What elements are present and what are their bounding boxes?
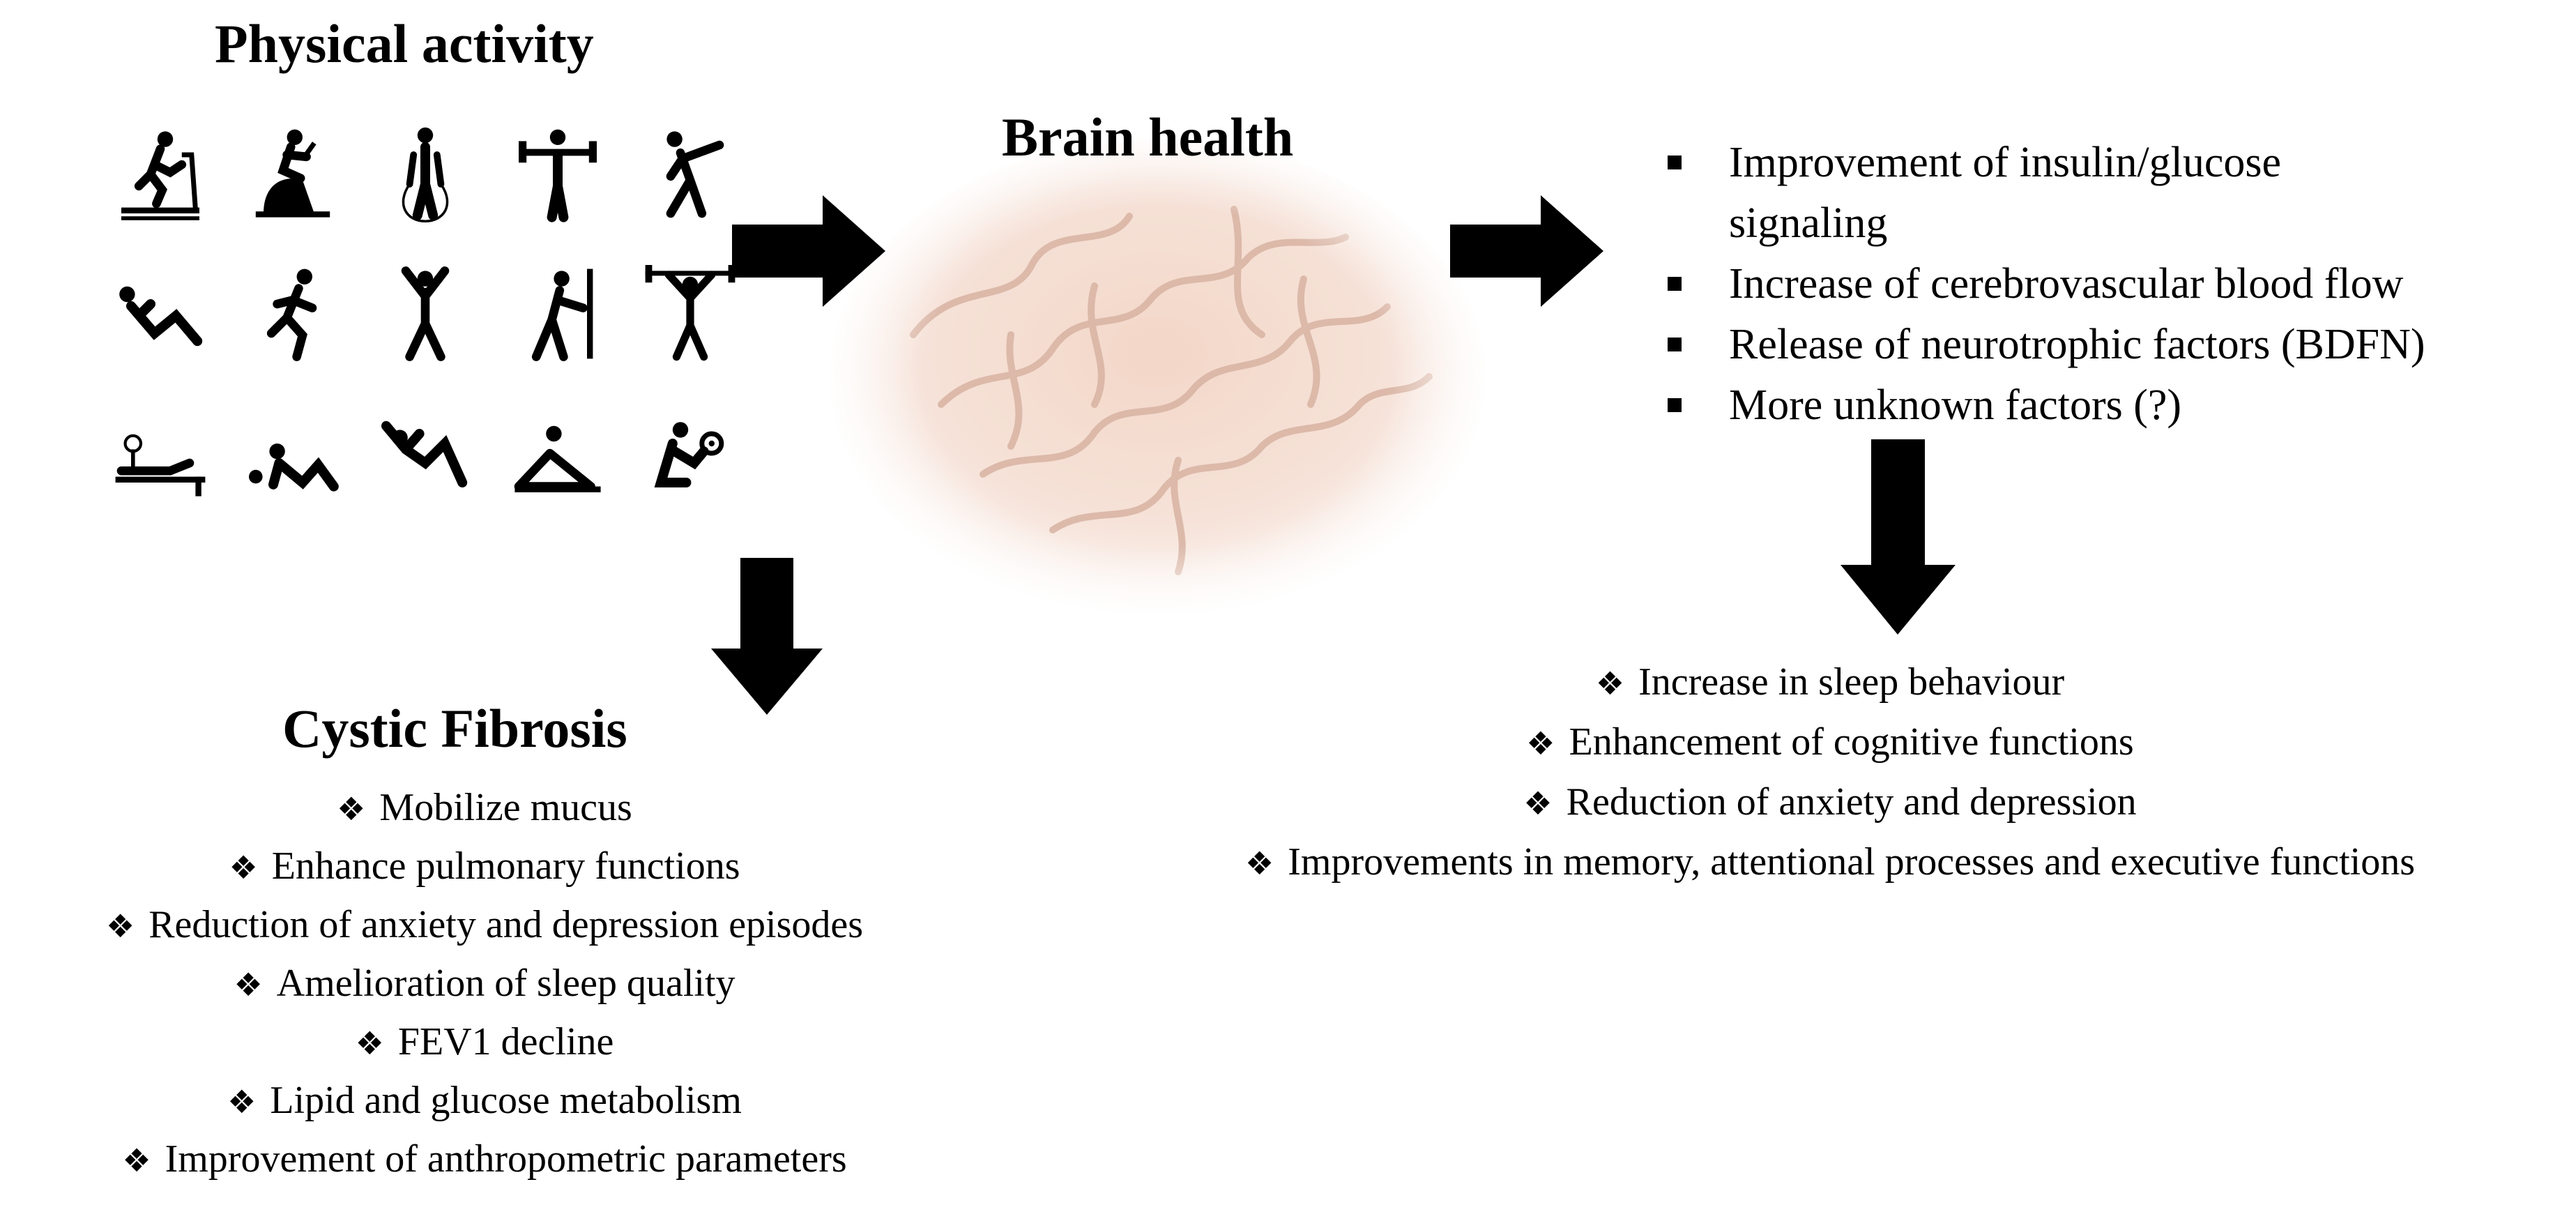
cf-outcome-item: ❖Enhance pulmonary functions [229,844,740,888]
cystic-fibrosis-title: Cystic Fibrosis [282,698,627,759]
brain-outcomes-list: ❖Increase in sleep behaviour ❖Enhancemen… [1088,662,2573,881]
arrow-right-to-mechanisms [1450,195,1603,310]
diamond-bullet-icon: ❖ [1523,785,1553,822]
running-person-icon [244,265,342,363]
jumping-jack-icon [376,265,474,363]
brain-outcome-item: ❖Reduction of anxiety and depression [1523,780,2137,824]
cystic-fibrosis-outcomes-list: ❖Mobilize mucus ❖Enhance pulmonary funct… [0,788,969,1179]
arrow-right-to-brain [732,195,885,310]
dumbbell-curl-icon [641,404,739,502]
mechanism-item: Release of neurotrophic factors (BDFN) [1659,314,2425,375]
mechanism-item: Improvement of insulin/glucose [1659,132,2425,193]
mechanism-item-continued: signaling [1729,199,1888,247]
physical-activity-title: Physical activity [215,13,594,74]
arrow-down-to-brain-outcomes [1840,439,1956,638]
cf-outcome-item: ❖Mobilize mucus [337,786,632,829]
square-bullet-icon [1668,156,1682,169]
diamond-bullet-icon: ❖ [227,1083,257,1121]
mechanisms-list: Improvement of insulin/glucose signaling… [1659,132,2425,436]
wall-push-icon [509,265,607,363]
diamond-bullet-icon: ❖ [1526,725,1555,762]
brain-outcome-item: ❖Improvements in memory, attentional pro… [1244,840,2416,884]
square-bullet-icon [1668,338,1682,351]
situp-icon [376,404,474,502]
square-bullet-icon [1668,277,1682,291]
mechanism-item: Increase of cerebrovascular blood flow [1659,254,2425,314]
jump-rope-icon [376,126,474,223]
arrow-down-to-cystic-fibrosis [711,558,823,718]
diamond-bullet-icon: ❖ [122,1142,151,1179]
diamond-bullet-icon: ❖ [1244,844,1274,882]
diamond-bullet-icon: ❖ [105,907,135,945]
barbell-lift-icon [641,265,739,363]
bench-press-icon [112,404,209,502]
exercise-icon-grid [112,126,739,516]
plank-stretch-icon [509,404,607,502]
dumbbell-press-icon [509,126,607,223]
cf-outcome-item: ❖FEV1 decline [355,1020,614,1063]
cf-outcome-item: ❖Reduction of anxiety and depression epi… [105,903,864,946]
floor-stretch-icon [244,404,342,502]
diamond-bullet-icon: ❖ [337,790,366,828]
treadmill-runner-icon [112,126,209,223]
crunch-exercise-icon [112,265,209,363]
aerobics-icon [641,126,739,223]
diamond-bullet-icon: ❖ [355,1024,384,1062]
cf-outcome-item: ❖Improvement of anthropometric parameter… [122,1137,847,1181]
stationary-bike-icon [244,126,342,223]
brain-outcome-item: ❖Increase in sleep behaviour [1595,660,2065,704]
diamond-bullet-icon: ❖ [229,849,258,886]
brain-image [802,126,1513,655]
mechanism-item: More unknown factors (?) [1659,375,2425,436]
cf-outcome-item: ❖Lipid and glucose metabolism [227,1079,742,1122]
brain-health-title: Brain health [1002,107,1294,167]
diamond-bullet-icon: ❖ [234,966,263,1003]
diamond-bullet-icon: ❖ [1595,665,1625,702]
brain-outcome-item: ❖Enhancement of cognitive functions [1526,720,2134,764]
cf-outcome-item: ❖Amelioration of sleep quality [234,962,736,1005]
square-bullet-icon [1668,398,1682,412]
